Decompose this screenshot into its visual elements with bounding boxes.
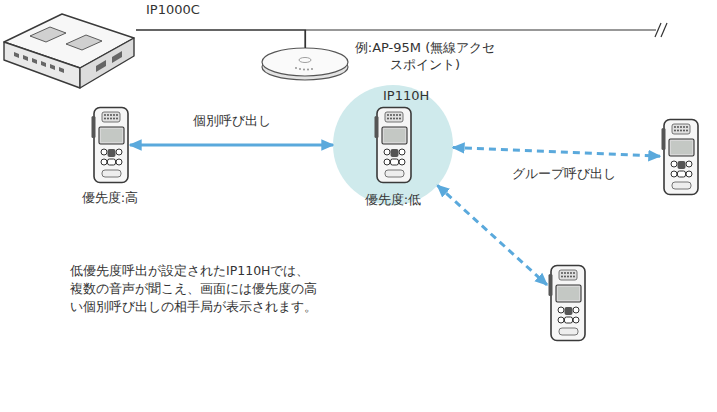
- controller-device: IP1000C: [2, 14, 136, 90]
- access-point: 例:AP-95M (無線アクセスポイント): [262, 48, 348, 80]
- handset-icon: [92, 108, 129, 183]
- group-call-arrow: [453, 148, 660, 157]
- highlight-circle: IP110H優先度:低: [333, 85, 453, 205]
- handset-icon: [549, 266, 586, 341]
- node-label: 例:AP-95M (無線アクセスポイント): [352, 40, 498, 74]
- edge-label: グループ呼び出し: [510, 166, 618, 182]
- handset-icon: [375, 108, 412, 183]
- node-label: IP1000C: [146, 2, 200, 19]
- node-label: 優先度:低: [353, 192, 433, 209]
- controller-device: [4, 14, 134, 88]
- handset: [660, 118, 700, 196]
- break-mark: [661, 23, 667, 37]
- note-text: 低優先度呼出が設定されたIP110Hでは、複数の音声が聞こえ、画面には優先度の高…: [70, 262, 322, 316]
- break-mark: [655, 23, 661, 37]
- handset-icon: [662, 120, 699, 195]
- handset: [547, 264, 587, 342]
- individual-call-arrow: [130, 144, 333, 147]
- node-label: IP110H: [383, 88, 429, 105]
- lan-cable: [136, 30, 306, 48]
- node-label: 優先度:高: [74, 190, 146, 207]
- highlight-circle: [333, 85, 453, 205]
- handset: 優先度:高: [90, 106, 130, 184]
- edge-label: 個別呼び出し: [191, 113, 273, 129]
- group-call-arrow: [437, 185, 547, 285]
